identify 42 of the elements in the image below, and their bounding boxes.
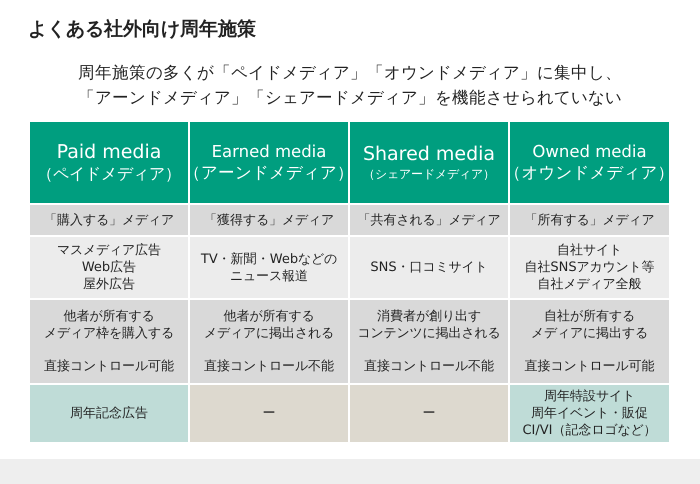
cell-text: メディアに掲出する [531, 325, 648, 342]
cell-text: 自社サイト [557, 242, 622, 259]
cell-text: 自社メディア全般 [538, 276, 642, 293]
cell-text: Web広告 [82, 259, 136, 276]
column-heading: Owned media [532, 142, 647, 162]
cell-text: CI/VI（記念ロゴなど） [522, 422, 657, 439]
cell-text: 直接コントロール不能 [364, 358, 494, 375]
cell-text: 直接コントロール可能 [524, 358, 654, 375]
column-heading: Paid media [56, 141, 162, 164]
column-heading: Shared media [362, 143, 496, 166]
column-heading: （アーンドメディア） [184, 162, 354, 183]
cell-text: 自社SNSアカウント等 [524, 259, 655, 276]
subtitle-text: 周年施策の多くが「ペイドメディア」「オウンドメディア」に集中し、 [78, 63, 622, 82]
cell-text: 直接コントロール可能 [44, 358, 174, 375]
cell-text: 「獲得する」メディア [204, 212, 334, 228]
cell-text: 周年特設サイト [544, 388, 635, 405]
cell-text: ニュース報道 [230, 268, 308, 284]
column-heading: （シェアードメディア） [363, 166, 495, 182]
cell-text: 自社が所有する [544, 308, 635, 325]
cell-text: マスメディア広告 [57, 242, 161, 259]
cell-text: 「購入する」メディア [44, 212, 174, 228]
cell-text: 消費者が創り出す [377, 308, 481, 325]
cell-text: 周年記念広告 [70, 405, 148, 422]
cell-text: 周年イベント・販促 [531, 405, 648, 422]
column-heading: （オウンドメディア） [504, 162, 674, 183]
cell-text: TV・新聞・Webなどの [200, 250, 338, 268]
cell-text: SNS・口コミサイト [370, 259, 488, 276]
cell-text: 他者が所有する [64, 308, 154, 325]
cell-text: メディアに掲出される [204, 325, 334, 342]
page-title: よくある社外向け周年施策 [28, 17, 256, 42]
subtitle-text: 「アーンドメディア」「シェアードメディア」を機能させられていない [78, 88, 622, 107]
column-heading: （ペイドメディア） [37, 164, 181, 184]
column-heading: Earned media [212, 142, 326, 162]
cell-text: メディア枠を購入する [44, 325, 174, 342]
cell-text: 他者が所有する [224, 308, 314, 325]
cell-text: コンテンツに掲出される [358, 325, 500, 342]
cell-text: 「共有される」メディア [358, 212, 500, 228]
cell-text: 「所有する」メディア [524, 212, 654, 228]
cell-text: 直接コントロール不能 [204, 358, 334, 375]
cell-text: 屋外広告 [83, 276, 135, 293]
cell-text: ー [422, 405, 436, 422]
cell-text: ー [262, 405, 276, 422]
